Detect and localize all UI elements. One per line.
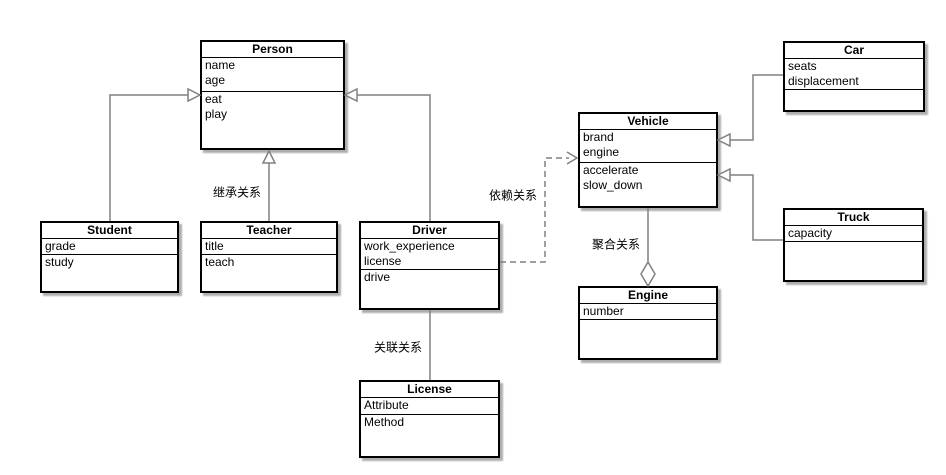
attribute-row: title: [205, 239, 224, 253]
method-row: drive: [364, 270, 391, 284]
method-row: play: [205, 107, 228, 121]
hollow-triangle-arrowhead: [187, 87, 202, 103]
attribute-row: brand: [583, 130, 614, 144]
class-title: License: [361, 382, 498, 398]
hollow-triangle-arrowhead: [716, 132, 731, 148]
attribute-row: number: [583, 304, 624, 318]
attribute-row: age: [205, 73, 226, 87]
method-row: teach: [205, 255, 235, 269]
class-truck[interactable]: Truck capacity: [783, 208, 924, 282]
class-title: Vehicle: [580, 114, 716, 130]
attribute-row: name: [205, 58, 236, 72]
attribute-row: seats: [788, 59, 817, 73]
methods-section: study: [42, 255, 177, 291]
edge-student-person-inheritance: [109, 87, 202, 221]
attribute-row: license: [364, 254, 402, 268]
class-vehicle[interactable]: Vehicle brand engine accelerate slow_dow…: [578, 112, 718, 208]
method-row: Method: [364, 415, 405, 429]
class-student[interactable]: Student grade study: [40, 221, 179, 293]
methods-section: [785, 90, 923, 110]
attributes-section: seats displacement: [785, 59, 923, 90]
class-license[interactable]: License Attribute Method: [359, 380, 500, 458]
methods-section: teach: [202, 255, 336, 291]
method-row: study: [45, 255, 74, 269]
class-title: Driver: [361, 223, 498, 239]
edge-label-aggregation: 聚合关系: [589, 235, 643, 253]
hollow-triangle-arrowhead: [261, 149, 277, 164]
attribute-row: displacement: [788, 74, 859, 88]
attributes-section: number: [580, 304, 716, 320]
open-arrowhead: [566, 151, 579, 165]
edge-label-association: 关联关系: [371, 338, 425, 356]
class-title: Student: [42, 223, 177, 239]
attributes-section: name age: [202, 58, 343, 92]
class-car[interactable]: Car seats displacement: [783, 41, 925, 112]
class-driver[interactable]: Driver work_experience license drive: [359, 221, 500, 310]
hollow-triangle-arrowhead: [343, 87, 358, 103]
attributes-section: capacity: [785, 226, 922, 242]
methods-section: drive: [361, 270, 498, 308]
hollow-triangle-arrowhead: [716, 167, 731, 183]
methods-section: [785, 242, 922, 280]
methods-section: Method: [361, 415, 498, 456]
attributes-section: title: [202, 239, 336, 255]
edge-truck-vehicle-inheritance: [716, 167, 783, 241]
method-row: accelerate: [583, 163, 639, 177]
attribute-row: capacity: [788, 226, 833, 240]
method-row: slow_down: [583, 178, 643, 192]
attributes-section: brand engine: [580, 130, 716, 163]
methods-section: [580, 320, 716, 358]
attribute-row: engine: [583, 145, 620, 159]
class-engine[interactable]: Engine number: [578, 286, 718, 360]
edge-car-vehicle-inheritance: [716, 74, 783, 148]
method-row: eat: [205, 92, 222, 106]
class-title: Engine: [580, 288, 716, 304]
class-person[interactable]: Person name age eat play: [200, 40, 345, 150]
edge-vehicle-engine-aggregation: [640, 208, 656, 288]
edge-teacher-person-inheritance: [261, 149, 277, 221]
edge-label-inheritance: 继承关系: [210, 183, 264, 201]
class-title: Teacher: [202, 223, 336, 239]
edge-label-dependency: 依赖关系: [486, 186, 540, 204]
class-teacher[interactable]: Teacher title teach: [200, 221, 338, 293]
class-title: Truck: [785, 210, 922, 226]
attributes-section: Attribute: [361, 398, 498, 415]
attribute-row: Attribute: [364, 398, 409, 412]
attributes-section: work_experience license: [361, 239, 498, 270]
attribute-row: grade: [45, 239, 76, 253]
class-title: Person: [202, 42, 343, 58]
attribute-row: work_experience: [364, 239, 455, 253]
hollow-diamond-arrowhead: [640, 260, 656, 288]
edge-driver-person-inheritance: [343, 87, 431, 221]
class-title: Car: [785, 43, 923, 59]
attributes-section: grade: [42, 239, 177, 255]
methods-section: accelerate slow_down: [580, 163, 716, 206]
methods-section: eat play: [202, 92, 343, 148]
edge-driver-vehicle-dependency: [500, 151, 579, 263]
